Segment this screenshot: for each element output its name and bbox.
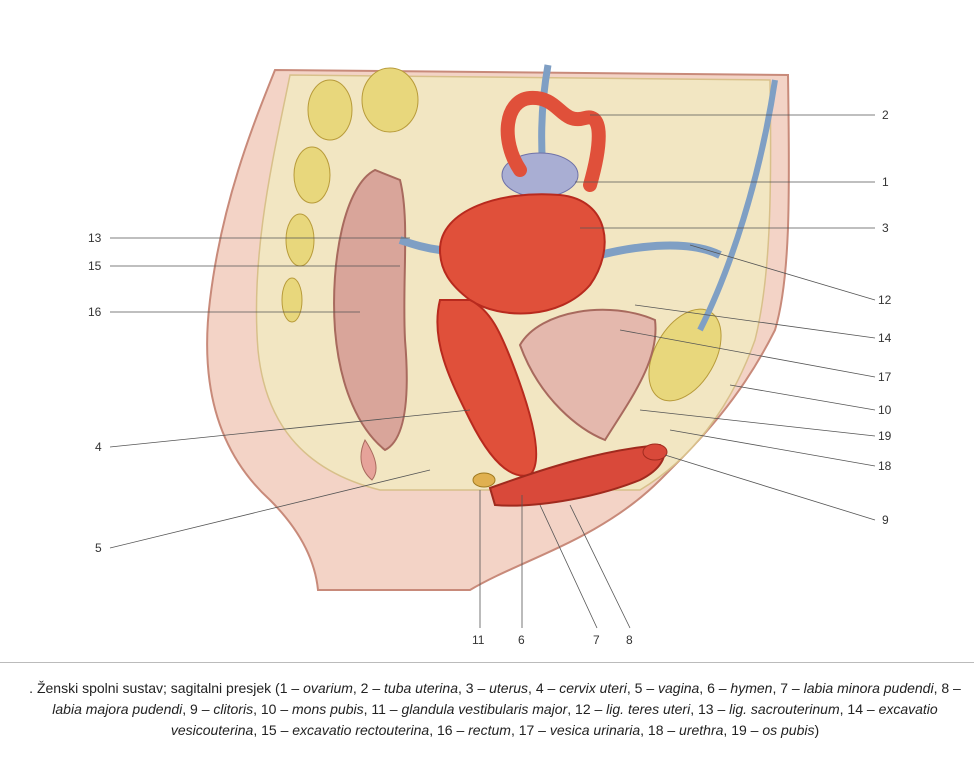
caption-item-term: cervix uteri [559, 680, 627, 696]
caption-item-number: 14 – [847, 701, 878, 717]
label-4: 4 [95, 441, 102, 453]
caption-item-number: 6 – [707, 680, 730, 696]
caption-item-number: 11 – [371, 701, 401, 717]
caption-item-number: 13 – [698, 701, 729, 717]
caption-item-term: vagina [658, 680, 699, 696]
caption-item-number: 12 – [575, 701, 606, 717]
caption-item-number: 7 – [780, 680, 803, 696]
caption-item-number: 8 – [941, 680, 960, 696]
label-18: 18 [878, 460, 891, 472]
caption-divider [0, 662, 974, 663]
label-16: 16 [88, 306, 101, 318]
caption-item-number: 19 – [731, 722, 762, 738]
caption-item-number: 5 – [635, 680, 658, 696]
caption-outro: ) [814, 722, 819, 738]
caption-item-number: 3 – [466, 680, 489, 696]
caption-item-number: 15 – [261, 722, 292, 738]
label-2: 2 [882, 109, 889, 121]
caption-item-number: 2 – [361, 680, 384, 696]
caption-item-number: 16 – [437, 722, 468, 738]
anatomy-illustration [0, 0, 974, 660]
caption-item-term: excavatio rectouterina [292, 722, 429, 738]
caption-item-number: 4 – [536, 680, 559, 696]
label-13: 13 [88, 232, 101, 244]
caption-item-term: vesica urinaria [550, 722, 640, 738]
figure-caption: . Ženski spolni sustav; sagitalni presje… [20, 678, 970, 741]
label-7: 7 [593, 634, 600, 646]
caption-item-term: labia majora pudendi [52, 701, 182, 717]
caption-item-term: urethra [679, 722, 723, 738]
label-3: 3 [882, 222, 889, 234]
caption-item-term: rectum [468, 722, 511, 738]
sagittal-section-drawing [0, 0, 974, 660]
label-15: 15 [88, 260, 101, 272]
label-19: 19 [878, 430, 891, 442]
caption-item-term: lig. teres uteri [606, 701, 690, 717]
caption-item-term: uterus [489, 680, 528, 696]
label-6: 6 [518, 634, 525, 646]
label-12: 12 [878, 294, 891, 306]
caption-item-term: hymen [730, 680, 772, 696]
caption-item-term: mons pubis [292, 701, 364, 717]
caption-intro: . Ženski spolni sustav; sagitalni presje… [29, 680, 280, 696]
caption-item-number: 18 – [648, 722, 679, 738]
caption-item-term: os pubis [762, 722, 814, 738]
caption-item-number: 10 – [261, 701, 292, 717]
clitoris-shape [643, 444, 667, 460]
caption-item-term: ovarium [303, 680, 353, 696]
label-9: 9 [882, 514, 889, 526]
label-10: 10 [878, 404, 891, 416]
caption-item-term: clitoris [213, 701, 253, 717]
caption-item-number: 9 – [190, 701, 213, 717]
caption-item-term: lig. sacrouterinum [729, 701, 840, 717]
label-14: 14 [878, 332, 891, 344]
caption-item-number: 17 – [519, 722, 550, 738]
uterus [440, 194, 605, 313]
label-11: 11 [472, 634, 484, 646]
caption-item-number: 1 – [280, 680, 303, 696]
caption-item-term: glandula vestibularis major [401, 701, 567, 717]
label-17: 17 [878, 371, 891, 383]
caption-item-term: labia minora pudendi [804, 680, 934, 696]
label-5: 5 [95, 542, 102, 554]
label-8: 8 [626, 634, 633, 646]
label-1: 1 [882, 176, 889, 188]
caption-item-term: tuba uterina [384, 680, 458, 696]
gland-shape [473, 473, 495, 487]
